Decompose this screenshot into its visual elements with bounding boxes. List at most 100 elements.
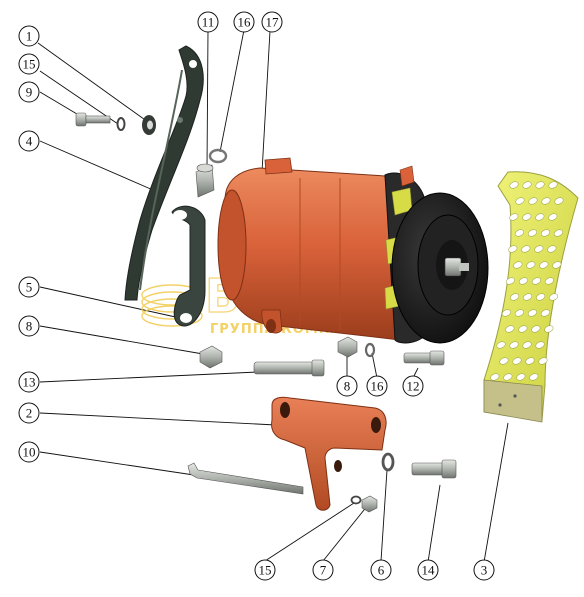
callout-circle [18, 441, 40, 463]
leader-2 [39, 412, 277, 426]
pulley-nut [444, 257, 462, 277]
callout-circle [18, 371, 40, 393]
callout-number: 3 [481, 563, 488, 578]
callout-c15a: 15 [18, 53, 40, 75]
callout-circle [18, 130, 40, 152]
callout-c7: 7 [312, 559, 334, 581]
callout-circle [254, 559, 276, 581]
callout-number: 13 [23, 375, 36, 390]
leader-9 [39, 91, 83, 118]
shield-perforation [501, 309, 511, 317]
bracket-hole-b [371, 417, 381, 433]
shield-perforation [529, 373, 539, 381]
callout-c16b: 16 [366, 375, 388, 397]
shield-perforations [490, 181, 564, 381]
leader-4 [39, 140, 154, 191]
shield-perforation [522, 341, 532, 349]
shield-perforation [514, 309, 524, 317]
shield-perforation [552, 261, 562, 269]
callout-number: 7 [320, 563, 327, 578]
callout-c14: 14 [417, 559, 439, 581]
leader-1 [37, 42, 149, 123]
shield-perforation [531, 277, 541, 285]
callout-circle [336, 375, 358, 397]
shield-hole-a [498, 403, 502, 407]
leader-10 [39, 451, 215, 479]
leader-3 [483, 422, 509, 563]
shield-perforation [539, 261, 549, 269]
shield-perforation [531, 325, 541, 333]
callout-circle [402, 375, 424, 397]
shield-perforation [521, 245, 531, 253]
leader-8a [39, 325, 204, 355]
shield-perforation [527, 309, 537, 317]
callout-number: 6 [378, 563, 385, 578]
part-16-washer-top [208, 148, 228, 164]
leader-16a [219, 29, 245, 153]
callout-circle [233, 11, 255, 33]
leader-lines [37, 29, 509, 563]
shield-perforation [534, 245, 544, 253]
callout-circle [18, 25, 40, 47]
shield-perforation [544, 325, 554, 333]
callout-number: 15 [23, 57, 36, 72]
callout-circle [18, 81, 40, 103]
strap-hole-top [189, 60, 197, 68]
shield-perforation [490, 373, 500, 381]
shield-perforation [508, 245, 518, 253]
callout-circle [197, 11, 219, 33]
part-5-bracket [171, 205, 206, 327]
part-6-washer [381, 452, 395, 472]
callout-c15b: 15 [254, 559, 276, 581]
callout-number: 8 [26, 319, 33, 334]
part-17-alternator-housing [217, 157, 401, 341]
callout-circle [18, 402, 40, 424]
shield-perforation [509, 341, 519, 349]
callout-c9: 9 [18, 81, 40, 103]
callout-c6: 6 [370, 559, 392, 581]
part-7-nut [361, 495, 378, 513]
callout-c17: 17 [261, 11, 283, 33]
callout-c16a: 16 [233, 11, 255, 33]
part-15-lock-washer-bottom [350, 495, 362, 505]
shield-perforation [553, 229, 563, 237]
shield-perforation [509, 213, 519, 221]
part-10-long-bolt [187, 462, 304, 495]
shield-perforation [499, 357, 509, 365]
callout-circle [473, 559, 495, 581]
callout-c8a: 8 [18, 315, 40, 337]
part-12-bolt [403, 350, 445, 366]
shield-perforation [514, 229, 524, 237]
shield-perforation [518, 325, 528, 333]
part-1-washer [142, 115, 156, 135]
part-3-perforated-shield [483, 171, 579, 423]
callout-number: 9 [26, 85, 33, 100]
callout-c5: 5 [18, 276, 40, 298]
leader-7 [322, 504, 369, 562]
callout-c13: 13 [18, 371, 40, 393]
shield-perforation [496, 341, 506, 349]
shield-perforation [518, 277, 528, 285]
part-16-washer-right [364, 342, 376, 358]
part-2-mounting-bracket [271, 396, 387, 511]
shield-perforation [548, 213, 558, 221]
leader-16b [371, 352, 378, 379]
leader-15a [39, 70, 119, 125]
callout-circle [261, 11, 283, 33]
part-9-bolt [75, 112, 111, 127]
callout-number: 5 [26, 280, 33, 295]
shield-hole-b [513, 394, 517, 398]
shield-perforation [541, 197, 551, 205]
shield-perforation [538, 357, 548, 365]
callout-number: 15 [259, 563, 272, 578]
callout-circle [370, 559, 392, 581]
callout-circle [18, 315, 40, 337]
part-11-spacer [195, 163, 215, 198]
shield-perforation [503, 373, 513, 381]
shield-perforation [509, 181, 519, 189]
callout-number: 16 [371, 379, 385, 394]
leader-17 [261, 30, 271, 173]
leader-11 [206, 29, 209, 169]
